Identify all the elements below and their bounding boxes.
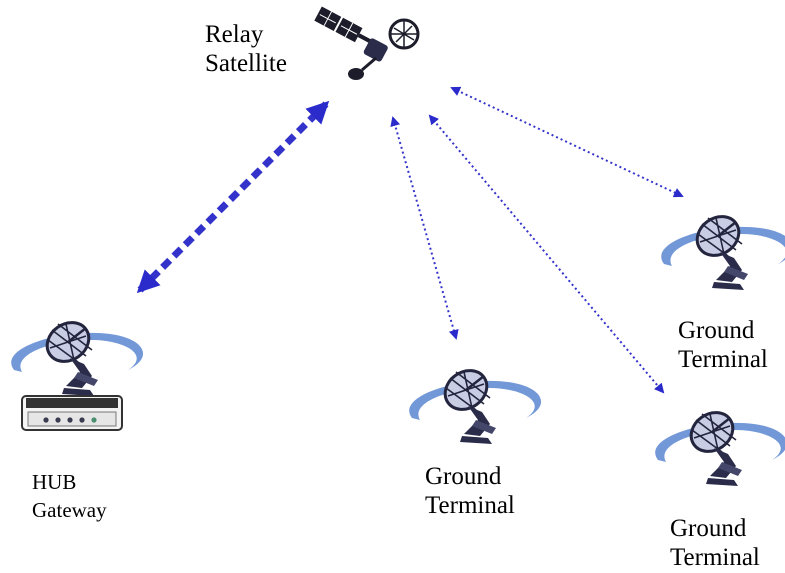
satellite-icon [314,6,420,80]
ground-terminal-right-lower-label-line2: Terminal [670,544,760,571]
ground-terminal-middle-label: Ground Terminal [425,462,515,520]
relay-satellite-label-line1: Relay [205,21,264,48]
link-satellite-terminal-middle [390,116,459,340]
ground-terminal-right-lower-label-line1: Ground [670,515,747,542]
ground-terminal-right-upper-label-line2: Terminal [678,346,768,373]
link-satellite-terminal-right-upper [450,86,684,198]
hub-gateway-box [21,395,123,431]
link-hub-satellite [136,100,330,294]
hub-gateway-label-line1: HUB [32,470,77,494]
ground-terminal-right-upper-label-line1: Ground [678,317,755,344]
hub-gateway-label: HUB Gateway [32,468,107,524]
ground-terminal-right-upper-icon [659,207,785,292]
ground-terminal-middle-label-line1: Ground [425,463,502,490]
ground-terminal-right-lower-icon [653,403,785,488]
hub-gateway-label-line2: Gateway [32,498,107,522]
relay-satellite-label: Relay Satellite [205,20,287,78]
ground-terminal-middle-label-line2: Terminal [425,492,515,519]
link-satellite-terminal-right-lower [428,114,665,394]
ground-terminal-right-lower-label: Ground Terminal [670,514,760,572]
relay-satellite-label-line2: Satellite [205,50,287,77]
hub-gateway-icon [9,313,145,398]
ground-terminal-right-upper-label: Ground Terminal [678,316,768,374]
ground-terminal-middle-icon [407,361,543,446]
